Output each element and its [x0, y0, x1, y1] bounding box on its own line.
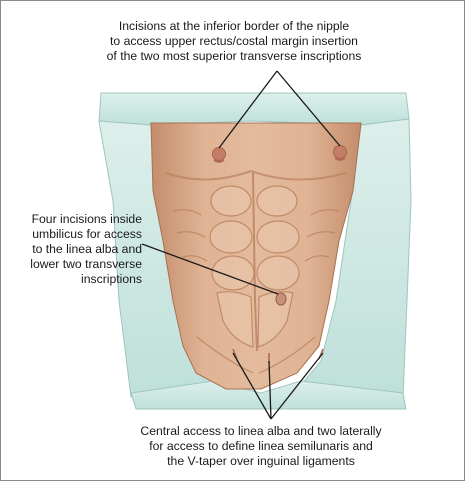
umbilicus [275, 292, 287, 306]
leader-line [232, 352, 272, 420]
callout-line: of the two most superior transverse insc… [106, 49, 362, 63]
callout-umbilicus-incisions: Four incisions inside umbilicus for acce… [1, 212, 142, 287]
rectus-block [209, 220, 253, 254]
rectus-lower [216, 291, 254, 348]
callout-line: inscriptions [81, 272, 142, 286]
incision-nipple-left [213, 159, 225, 163]
leader-line [276, 70, 341, 147]
nipple-right [333, 145, 347, 159]
callout-suprapubic-incisions: Central access to linea alba and two lat… [111, 424, 411, 469]
leader-line [141, 243, 279, 295]
callout-line: the V-taper over inguinal ligaments [167, 454, 355, 468]
rectus-block [256, 220, 300, 254]
pectoral-line-left [165, 170, 252, 181]
callout-nipple-incisions: Incisions at the inferior border of the … [61, 19, 407, 64]
incision-suprapubic-left [232, 348, 238, 360]
callout-line: to the linea alba and [32, 242, 142, 256]
oblique-muscles [172, 209, 340, 374]
pectoral-line-right [250, 170, 347, 181]
rectus-block [210, 185, 252, 217]
nipples [212, 145, 347, 161]
rectus-block [211, 255, 255, 291]
nipple-left [212, 147, 226, 161]
leader-line [270, 352, 324, 420]
linea-alba [252, 172, 258, 352]
rectus-block [256, 185, 298, 217]
leader-lines [141, 70, 341, 420]
leader-line [268, 360, 272, 420]
incision-nipple-right [334, 157, 346, 161]
rectus-lower [257, 291, 294, 348]
drape-top [98, 92, 410, 126]
leader-line [218, 70, 278, 149]
callout-line: umbilicus for access [32, 227, 142, 241]
rectus-block [256, 255, 300, 291]
callout-line: Central access to linea alba and two lat… [140, 424, 382, 438]
callout-line: lower two transverse [30, 257, 142, 271]
callout-line: Incisions at the inferior border of the … [118, 19, 350, 33]
callout-line: Four incisions inside [31, 212, 142, 226]
torso-silhouette [150, 122, 362, 390]
callout-line: to access upper rectus/costal margin ins… [110, 34, 358, 48]
callout-line: for access to define linea semilunaris a… [149, 439, 373, 453]
